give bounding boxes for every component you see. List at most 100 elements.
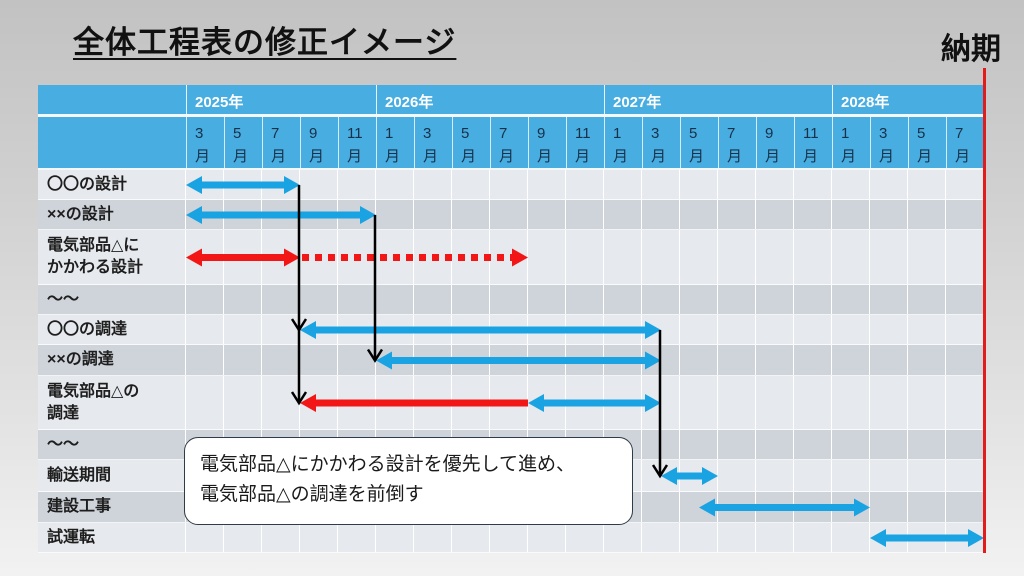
month-unit: 月 — [727, 148, 743, 165]
month-header: 11 月 — [794, 117, 832, 168]
month-unit: 月 — [613, 148, 629, 165]
month-number: 3 — [651, 125, 660, 142]
month-number: 1 — [385, 125, 394, 142]
month-unit: 月 — [841, 148, 857, 165]
month-unit: 月 — [309, 148, 325, 165]
row-label: 建設工事 — [38, 492, 186, 522]
gantt-row: 試運転 — [38, 523, 984, 553]
month-number: 5 — [689, 125, 698, 142]
callout-box: 電気部品△にかかわる設計を優先して進め、 電気部品△の調達を前倒す — [184, 437, 633, 525]
callout-line-1: 電気部品△にかかわる設計を優先して進め、 — [200, 454, 576, 475]
year-header-2025: 2025年 — [186, 85, 376, 114]
year-header-row: 2025年 2026年 2027年 2028年 — [38, 85, 984, 117]
month-unit: 月 — [195, 148, 211, 165]
month-number: 5 — [461, 125, 470, 142]
callout-line-2: 電気部品△の調達を前倒す — [200, 484, 424, 505]
month-unit: 月 — [765, 148, 781, 165]
year-header-2026: 2026年 — [376, 85, 604, 114]
month-unit: 月 — [651, 148, 667, 165]
row-label: 〜〜 — [38, 285, 186, 314]
month-unit: 月 — [423, 148, 439, 165]
row-label: 〇〇の調達 — [38, 315, 186, 344]
month-unit: 月 — [879, 148, 895, 165]
month-number: 11 — [347, 125, 363, 142]
header-corner — [38, 85, 186, 114]
month-number: 9 — [537, 125, 546, 142]
month-header: 11 月 — [338, 117, 376, 168]
row-label: 輸送期間 — [38, 460, 186, 491]
row-timeline — [186, 230, 984, 284]
month-header: 11 月 — [566, 117, 604, 168]
month-number: 7 — [727, 125, 736, 142]
month-number: 11 — [803, 125, 819, 142]
month-number: 9 — [309, 125, 318, 142]
row-timeline — [186, 523, 984, 552]
row-timeline — [186, 170, 984, 199]
month-number: 9 — [765, 125, 774, 142]
row-label: ××の設計 — [38, 200, 186, 229]
row-label: 電気部品△に かかわる設計 — [38, 230, 186, 284]
row-timeline — [186, 345, 984, 375]
month-number: 3 — [195, 125, 204, 142]
gantt-row: 〜〜 — [38, 285, 984, 315]
gantt-row: ××の設計 — [38, 200, 984, 230]
row-label: ××の調達 — [38, 345, 186, 375]
month-unit: 月 — [499, 148, 515, 165]
month-number: 11 — [575, 125, 591, 142]
row-label: 〇〇の設計 — [38, 170, 186, 199]
month-unit: 月 — [689, 148, 705, 165]
gantt-row: 電気部品△の 調達 — [38, 376, 984, 430]
month-number: 7 — [955, 125, 964, 142]
gantt-row: ××の調達 — [38, 345, 984, 376]
month-unit: 月 — [955, 148, 971, 165]
row-timeline — [186, 376, 984, 429]
month-unit: 月 — [575, 148, 591, 165]
month-unit: 月 — [347, 148, 363, 165]
month-number: 3 — [423, 125, 432, 142]
gantt-row: 〇〇の設計 — [38, 170, 984, 200]
row-label: 試運転 — [38, 523, 186, 552]
month-number: 5 — [233, 125, 242, 142]
month-number: 5 — [917, 125, 926, 142]
month-unit: 月 — [803, 148, 819, 165]
month-number: 1 — [613, 125, 622, 142]
month-number: 7 — [271, 125, 280, 142]
month-number: 1 — [841, 125, 850, 142]
month-unit: 月 — [461, 148, 477, 165]
row-timeline — [186, 315, 984, 344]
year-header-2027: 2027年 — [604, 85, 832, 114]
row-label: 〜〜 — [38, 430, 186, 459]
month-unit: 月 — [233, 148, 249, 165]
month-number: 7 — [499, 125, 508, 142]
month-number: 3 — [879, 125, 888, 142]
gantt-row: 〇〇の調達 — [38, 315, 984, 345]
row-timeline — [186, 200, 984, 229]
row-timeline — [186, 285, 984, 314]
month-unit: 月 — [385, 148, 401, 165]
month-unit: 月 — [917, 148, 933, 165]
page-title: 全体工程表の修正イメージ — [73, 25, 457, 60]
header-corner — [38, 117, 186, 168]
row-label: 電気部品△の 調達 — [38, 376, 186, 429]
month-unit: 月 — [271, 148, 287, 165]
gantt-row: 電気部品△に かかわる設計 — [38, 230, 984, 285]
